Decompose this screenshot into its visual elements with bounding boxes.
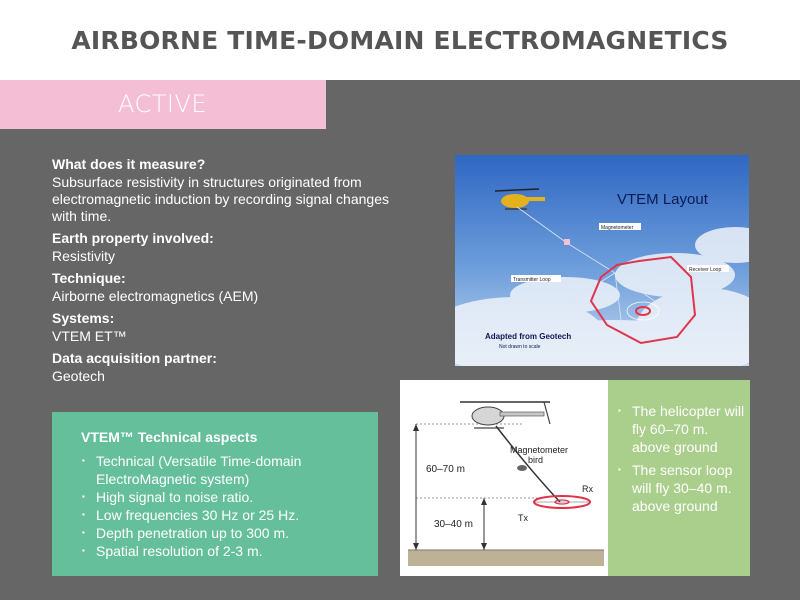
info-value-partner: Geotech — [52, 368, 105, 384]
helicopter-icon — [460, 401, 551, 429]
technical-item: Technical (Versatile Time-domain Electro… — [82, 452, 372, 488]
info-label-partner: Data acquisition partner: — [52, 350, 217, 366]
photo-heading: VTEM Layout — [617, 191, 709, 208]
status-tag-label: ACTIVE — [118, 90, 208, 118]
method-info: What does it measure? Subsurface resisti… — [52, 156, 392, 385]
technical-item: Spatial resolution of 2-3 m. — [82, 542, 372, 560]
technical-item: Depth penetration up to 300 m. — [82, 524, 372, 542]
info-value-technique: Airborne electromagnetics (AEM) — [52, 288, 259, 304]
slide-header — [0, 0, 800, 80]
ground-strip — [408, 550, 604, 566]
technical-aspects-list: Technical (Versatile Time-domain Electro… — [82, 452, 372, 560]
label-receiver-loop: Receiver Loop — [689, 267, 721, 273]
status-tag — [0, 80, 326, 129]
flight-notes-list: The helicopter will fly 60–70 m. above g… — [618, 402, 746, 520]
technical-item: Low frequencies 30 Hz or 25 Hz. — [82, 506, 372, 524]
tow-cables — [516, 206, 696, 336]
flight-height-illustration: 60–70 m 30–40 m Magnetometer bird Rx Tx — [408, 401, 604, 566]
photo-credit: Adapted from Geotech — [485, 332, 571, 341]
info-value-systems: VTEM ET™ — [52, 328, 127, 344]
magnetometer-bird-icon — [517, 465, 527, 471]
height-label-lower: 30–40 m — [434, 519, 473, 530]
info-label-technique: Technique: — [52, 270, 126, 286]
flight-note-helicopter: The helicopter will fly 60–70 m. above g… — [618, 402, 746, 456]
bird-label-line2: bird — [528, 455, 543, 465]
tx-label: Tx — [518, 513, 528, 523]
flight-notes-box: The helicopter will fly 60–70 m. above g… — [608, 380, 750, 576]
technical-aspects-title: VTEM™ Technical aspects — [81, 429, 258, 445]
flight-note-sensor-loop: The sensor loop will fly 30–40 m. above … — [618, 461, 746, 515]
helicopter-icon — [494, 188, 545, 210]
photo-note: Not drawn to scale — [499, 344, 541, 350]
vtem-layout-illustration: VTEM Layout Magnetometer Transmitter Loo… — [455, 155, 749, 366]
receiver-loop-icon — [635, 306, 651, 316]
rx-label: Rx — [582, 484, 593, 494]
height-label-upper: 60–70 m — [426, 464, 465, 475]
technical-aspects-box: VTEM™ Technical aspects Technical (Versa… — [52, 412, 378, 576]
technical-item: High signal to noise ratio. — [82, 488, 372, 506]
vtem-layout-photo: VTEM Layout Magnetometer Transmitter Loo… — [455, 155, 749, 366]
flight-height-diagram: 60–70 m 30–40 m Magnetometer bird Rx Tx — [400, 380, 608, 576]
info-value-measure: Subsurface resistivity in structures ori… — [52, 174, 389, 224]
slide-title: AIRBORNE TIME-DOMAIN ELECTROMAGNETICS — [71, 26, 729, 55]
cloud-shapes — [455, 227, 749, 366]
loop-polygon — [589, 255, 697, 345]
info-label-measure: What does it measure? — [52, 156, 206, 172]
label-transmitter-loop: Transmitter Loop — [513, 277, 551, 283]
info-label-systems: Systems: — [52, 310, 115, 326]
info-label-property: Earth property involved: — [52, 230, 214, 246]
magnetometer-icon — [564, 239, 570, 245]
label-magnetometer: Magnetometer — [601, 225, 634, 231]
info-value-property: Resistivity — [52, 248, 116, 264]
bird-label-line1: Magnetometer — [510, 445, 568, 455]
